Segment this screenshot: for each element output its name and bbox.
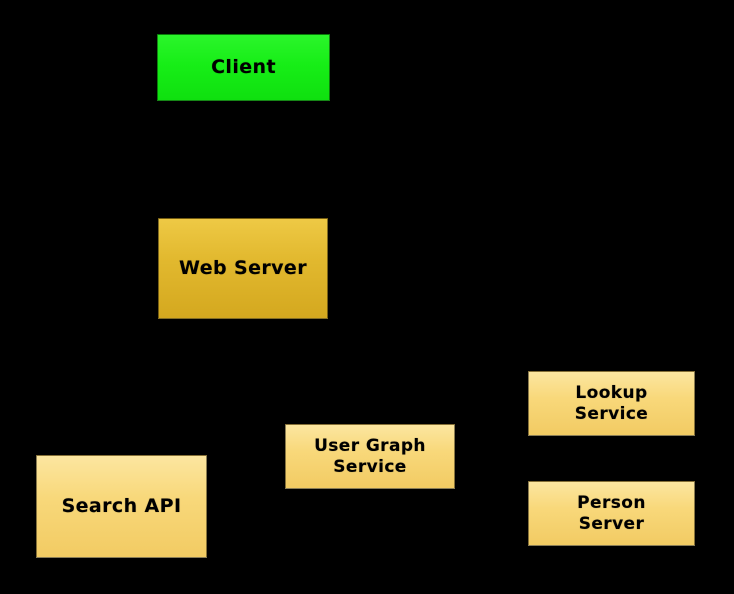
- node-label-lookup-service: Lookup Service: [574, 383, 649, 424]
- node-label-client: Client: [211, 56, 276, 79]
- node-label-user-graph-service: User Graph Service: [314, 436, 426, 477]
- diagram-node-search-api[interactable]: Search API: [36, 455, 207, 558]
- diagram-node-user-graph-service[interactable]: User Graph Service: [285, 424, 455, 489]
- diagram-node-lookup-service[interactable]: Lookup Service: [528, 371, 695, 436]
- diagram-node-client[interactable]: Client: [157, 34, 330, 101]
- node-label-search-api: Search API: [61, 495, 182, 518]
- diagram-node-person-server[interactable]: Person Server: [528, 481, 695, 546]
- node-label-web-server: Web Server: [179, 257, 307, 280]
- node-label-person-server: Person Server: [577, 493, 646, 534]
- diagram-node-web-server[interactable]: Web Server: [158, 218, 328, 319]
